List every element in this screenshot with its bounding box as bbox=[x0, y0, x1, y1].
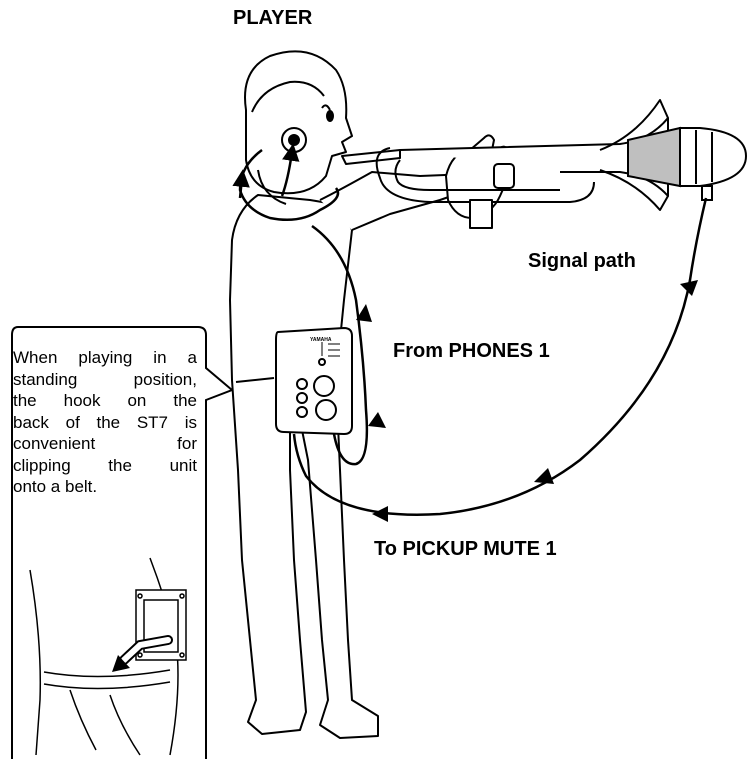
from-phones-arrow-2 bbox=[368, 412, 386, 428]
st7-device bbox=[276, 328, 352, 434]
signal-path-arrow-1 bbox=[680, 280, 698, 296]
callout-line: convenient for bbox=[13, 433, 197, 455]
volume-knob bbox=[314, 376, 334, 396]
signal-path-arrow-2 bbox=[534, 468, 554, 484]
device-brand: YAMAHA bbox=[310, 337, 331, 343]
callout-line: back of the ST7 is bbox=[13, 412, 197, 434]
player-label: PLAYER bbox=[233, 7, 312, 30]
signal-path-label: Signal path bbox=[528, 250, 636, 273]
callout-line: standing position, bbox=[13, 369, 197, 391]
signal-path-arrow-3 bbox=[372, 506, 388, 522]
callout-line: the hook on the bbox=[13, 390, 197, 412]
from-phones-label: From PHONES 1 bbox=[393, 340, 550, 363]
indicator-led bbox=[319, 359, 325, 365]
tone-knob bbox=[316, 400, 336, 420]
to-pickup-label: To PICKUP MUTE 1 bbox=[374, 538, 557, 561]
callout-line: clipping the unit bbox=[13, 455, 197, 477]
callout-text: When playing in a standing position, the… bbox=[13, 347, 197, 498]
pickup-mute bbox=[628, 128, 746, 200]
callout-line: onto a belt. bbox=[13, 476, 197, 498]
callout-line: When playing in a bbox=[13, 347, 197, 369]
